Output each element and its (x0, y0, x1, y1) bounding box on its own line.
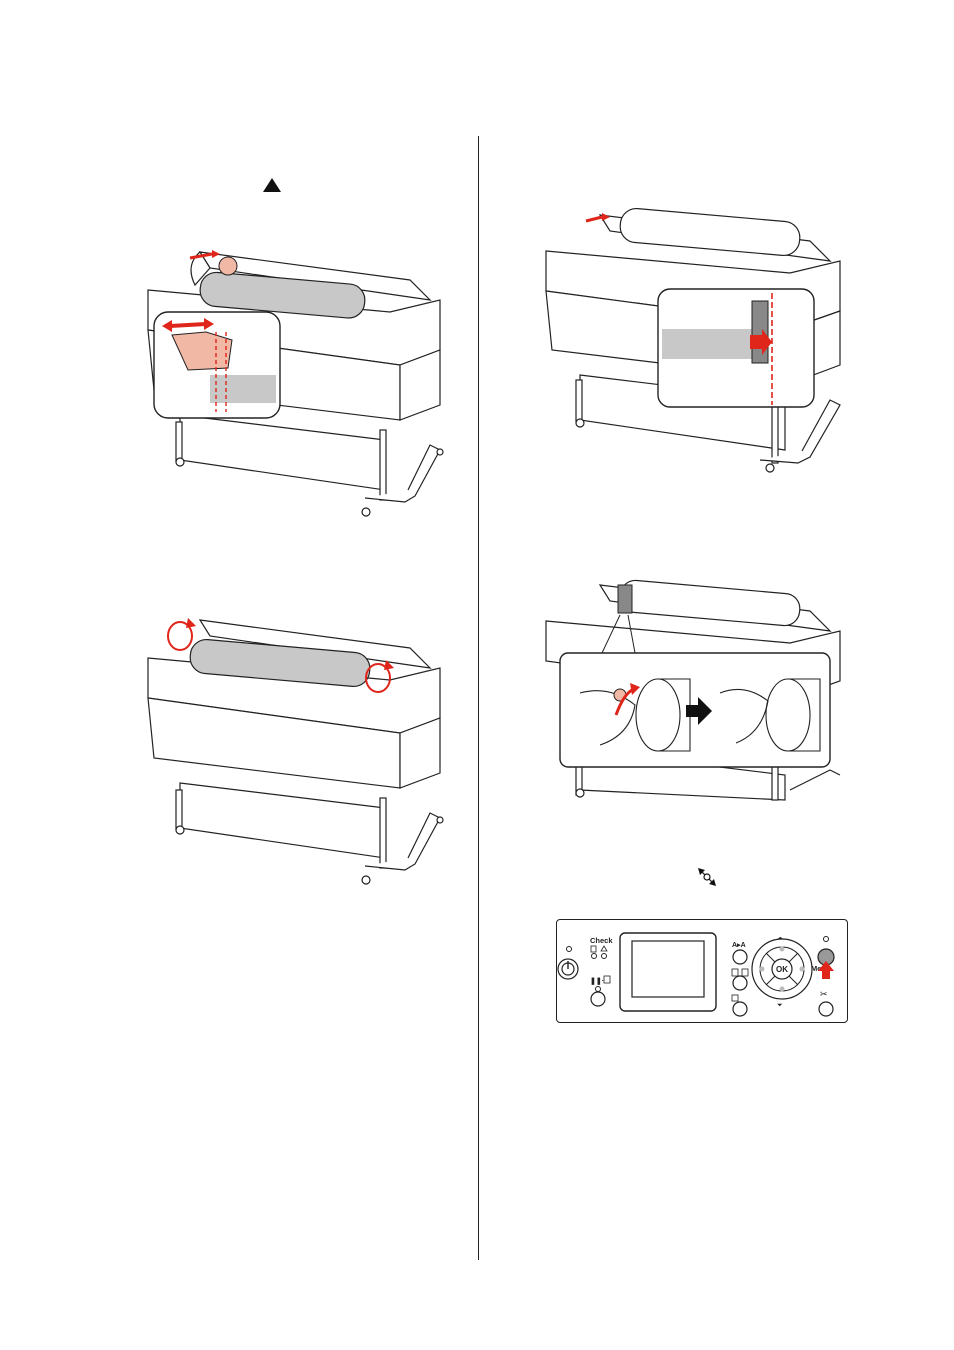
scissors-icon: ✂ (820, 989, 828, 999)
paper-source-button[interactable] (733, 976, 747, 990)
check-label: Check (590, 936, 613, 945)
printer-illustration-paper-edge (540, 205, 860, 475)
control-panel-illustration: Check ❚❚· A▸A ⏏ OK ⏷ Menu ✂ (556, 919, 848, 1023)
cut-button[interactable] (819, 1002, 833, 1016)
paper-feed-button[interactable] (733, 1002, 747, 1016)
lcd-screen (632, 941, 704, 997)
svg-text:⏷: ⏷ (777, 1002, 783, 1009)
printer-illustration-slide-holder (140, 240, 460, 520)
ok-button[interactable]: OK (772, 959, 792, 979)
aa-button[interactable] (733, 950, 747, 964)
aa-label: A▸A (732, 942, 746, 949)
up-triangle-icon (263, 178, 281, 192)
svg-text:❚❚·: ❚❚· (590, 977, 604, 985)
power-button[interactable] (558, 959, 578, 979)
ok-label: OK (776, 965, 788, 974)
printer-illustration-lock-lever (540, 575, 860, 805)
pause-cancel-button[interactable] (591, 992, 605, 1006)
printer-illustration-rotate-roll (140, 608, 460, 888)
column-divider (478, 136, 479, 1260)
paper-source-icon (696, 866, 718, 888)
